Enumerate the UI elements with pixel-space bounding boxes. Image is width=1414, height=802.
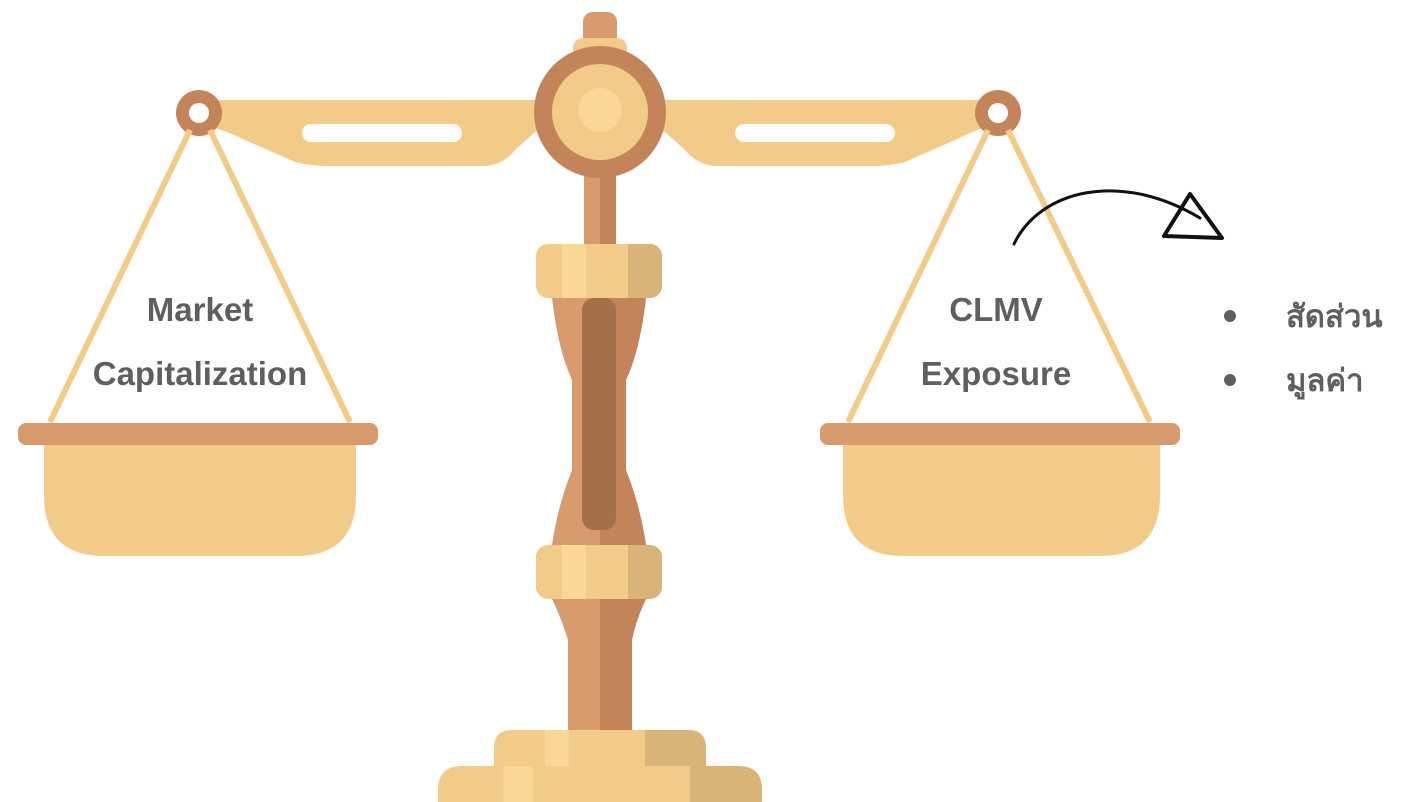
right-pan-label-line2: Exposure <box>920 355 1072 392</box>
pan-bowl-right <box>843 440 1160 556</box>
string-right-inner <box>1005 128 1153 424</box>
pan-rim-right <box>820 423 1180 445</box>
beam-slot-right <box>735 124 895 142</box>
list-item: มูลค่า <box>1224 348 1383 412</box>
bullet-text: สัดส่วน <box>1286 299 1383 335</box>
bullet-dot <box>1224 374 1236 386</box>
string-left-outer <box>47 128 193 424</box>
beam-slot-left <box>302 124 462 142</box>
bullet-text: มูลค่า <box>1286 363 1364 399</box>
pan-rim-left <box>18 423 378 445</box>
list-item: สัดส่วน <box>1224 284 1383 348</box>
string-right-outer <box>845 128 991 424</box>
column-groove <box>582 298 616 530</box>
bullet-list: สัดส่วน มูลค่า <box>1224 284 1383 412</box>
left-pan-label-line2: Capitalization <box>92 355 308 392</box>
left-pan-label-line1: Market <box>146 291 254 328</box>
right-pan-label-line1: CLMV <box>949 291 1043 328</box>
scale-beam <box>195 100 1000 166</box>
bullet-dot <box>1224 310 1236 322</box>
curved-arrow-icon <box>1012 189 1224 246</box>
string-left-inner <box>207 128 353 424</box>
pan-bowl-left <box>44 440 356 556</box>
